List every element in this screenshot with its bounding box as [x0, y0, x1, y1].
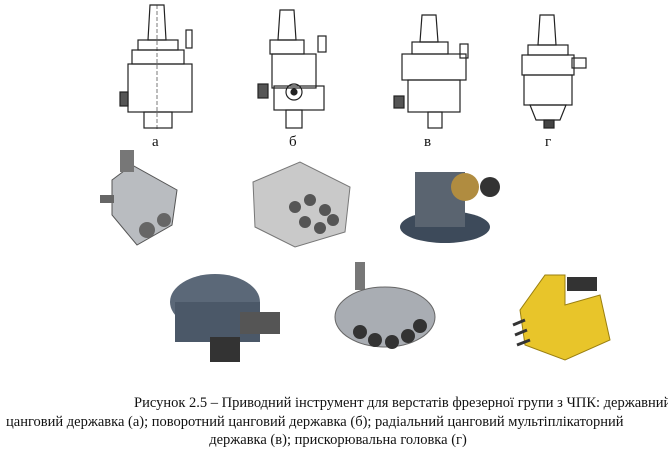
caption-line-1: Рисунок 2.5 – Приводний інструмент для в…	[134, 395, 668, 411]
photo-yellow-multi-head	[512, 274, 611, 361]
drawing-b-swivel-holder	[257, 9, 327, 129]
caption-line-2: цанговий державка (а); поворотний цангов…	[6, 413, 624, 430]
photo-multi-spindle-head-2	[334, 262, 436, 349]
caption-line-3: державка (в); прискорювальна головка (г)	[209, 432, 467, 448]
drawing-a-collet-holder	[119, 4, 193, 130]
photo-angle-head-1	[100, 150, 178, 246]
photo-radial-head	[400, 172, 500, 243]
label-a: а	[152, 134, 159, 150]
photo-multi-spindle-head	[252, 161, 351, 248]
drawing-g-speeder-head	[521, 14, 587, 129]
photo-gripper-head	[170, 274, 280, 362]
label-b: б	[289, 134, 297, 150]
label-g: г	[545, 134, 552, 150]
label-v: в	[424, 134, 432, 150]
drawing-v-radial-multiplier	[393, 14, 469, 129]
figure-caption: Рисунок 2.5 – Приводний інструмент для в…	[0, 394, 668, 450]
